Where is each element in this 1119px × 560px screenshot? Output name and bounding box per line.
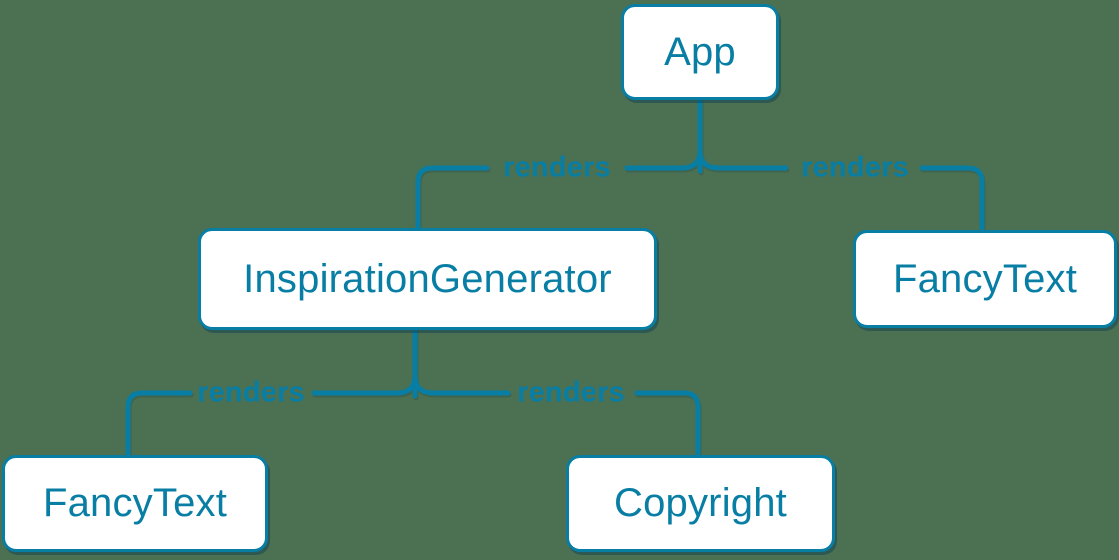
node-app: App [621,4,779,100]
edge-label-app-inspiration: renders [503,151,611,184]
edge-line-inspiration-fancytext-a [311,372,418,396]
node-inspiration-generator: InspirationGenerator [198,228,657,330]
node-fancy-text-bottom: FancyText [2,455,268,552]
edge-line-app-fancytext-b [919,165,985,234]
edge-line-app-inspiration-b [415,165,490,232]
edge-line-inspiration-copyright-a [412,372,511,396]
edge-line-app-fancytext-a [697,147,789,171]
edge-line-inspiration-fancytext-b [125,390,193,459]
edge-label-app-fancytext: renders [801,151,909,184]
node-copyright: Copyright [566,455,835,552]
node-fancy-text-top: FancyText [853,230,1117,328]
edge-label-inspiration-fancytext: renders [197,376,305,409]
edge-line-app-inspiration-a [624,147,703,171]
edge-label-inspiration-copyright: renders [517,376,625,409]
edge-line-inspiration-copyright-b [634,390,701,459]
